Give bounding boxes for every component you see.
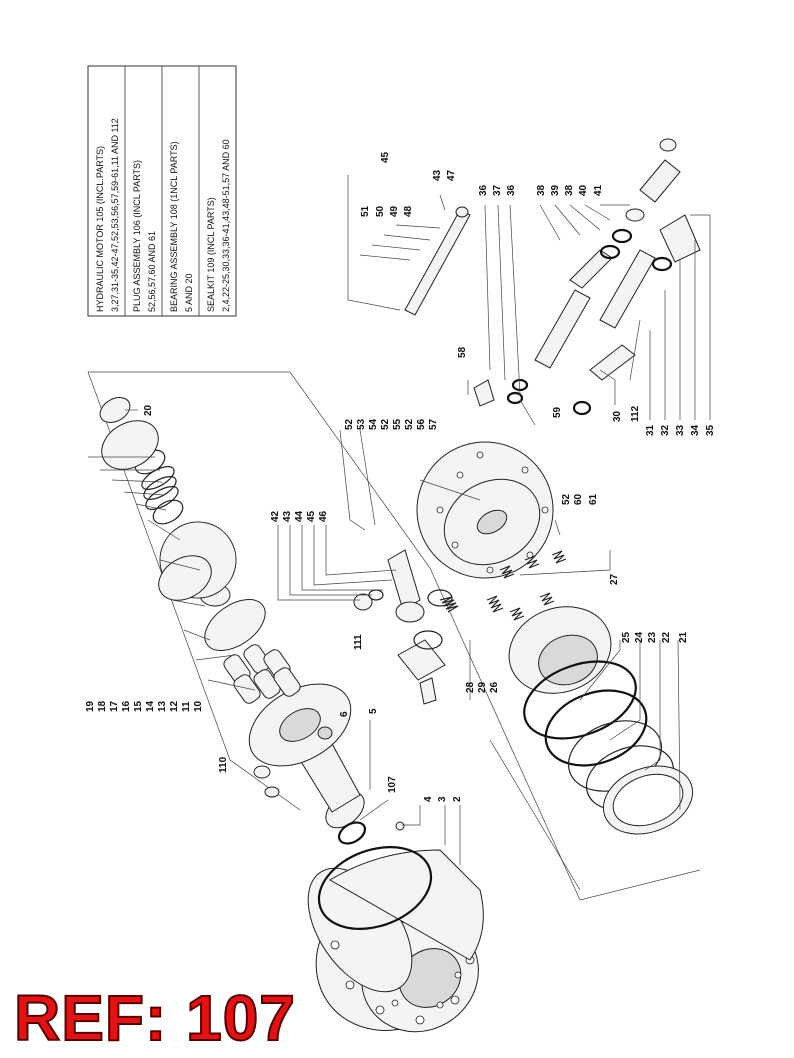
callout-49: 49 [389, 205, 400, 217]
callout-34: 34 [690, 424, 701, 436]
callout-107: 107 [387, 776, 398, 793]
callout-27: 27 [609, 573, 620, 585]
callout-40: 40 [578, 184, 589, 196]
callout-11: 11 [181, 701, 192, 712]
callout-41: 41 [593, 184, 604, 196]
callout-12: 12 [169, 700, 180, 712]
callout-38-b: 38 [564, 184, 575, 196]
callout-59: 59 [552, 406, 563, 418]
callout-5: 5 [368, 708, 379, 714]
callout-15: 15 [133, 700, 144, 712]
callout-56: 56 [416, 418, 427, 430]
callout-58: 58 [457, 346, 468, 358]
callout-52-d: 52 [561, 493, 572, 505]
callout-50: 50 [375, 205, 386, 217]
callout-54: 54 [368, 418, 379, 430]
callout-19: 19 [85, 700, 96, 712]
legend-box: HYDRAULIC MOTOR 105 (INCL.PARTS) 3,27,31… [87, 65, 237, 317]
reference-label: REF: 107 [13, 982, 296, 1054]
callout-16: 16 [121, 700, 132, 712]
callout-28: 28 [465, 681, 476, 693]
legend-2-title: PLUG ASSEMBLY 106 (INCL PARTS) [132, 160, 142, 312]
legend-4-title: SEALKIT 109 (INCL PARTS) [206, 197, 216, 312]
callout-22: 22 [661, 631, 672, 643]
valve-assembly-left [353, 549, 453, 705]
callout-26: 26 [489, 681, 500, 693]
callout-45-b: 45 [380, 151, 391, 163]
callout-3: 3 [437, 796, 448, 802]
callout-36-b: 36 [506, 184, 517, 196]
callout-47: 47 [446, 169, 457, 181]
callout-25: 25 [621, 631, 632, 643]
callouts: 20 19 18 17 16 15 14 13 12 11 10 110 6 5… [85, 151, 716, 802]
callout-35: 35 [705, 424, 716, 436]
callout-43: 43 [282, 510, 293, 522]
callout-37: 37 [492, 184, 503, 196]
callout-52-a: 52 [344, 418, 355, 430]
legend-3-title: BEARING ASSEMBLY 108 (1NCL PARTS) [169, 141, 179, 312]
callout-33: 33 [675, 424, 686, 436]
callout-48: 48 [403, 205, 414, 217]
o-ring-2 [317, 846, 433, 930]
main-housing [307, 849, 484, 1033]
callout-53: 53 [356, 418, 367, 430]
cylinder-barrel [99, 397, 301, 704]
legend-2-parts: 52,56,57,60 AND 61 [147, 231, 157, 312]
callout-52-c: 52 [404, 418, 415, 430]
callout-2: 2 [452, 796, 463, 802]
callout-61: 61 [588, 493, 599, 505]
callout-32: 32 [660, 424, 671, 436]
legend-3-parts: 5 AND 20 [184, 273, 194, 312]
legend-1-parts: 3,27,31-35,42-47,52,53,56,57,59-61,11 AN… [110, 118, 120, 312]
callout-10: 10 [193, 700, 204, 712]
callout-23: 23 [647, 631, 658, 643]
callout-60: 60 [573, 493, 584, 505]
callout-17: 17 [109, 700, 120, 712]
callout-43-b: 43 [432, 169, 443, 181]
callout-13: 13 [157, 700, 168, 712]
callout-38-a: 38 [536, 184, 547, 196]
callout-44: 44 [294, 510, 305, 522]
callout-57: 57 [428, 418, 439, 430]
callout-29: 29 [477, 681, 488, 693]
motor-housing [416, 441, 554, 579]
callout-36-a: 36 [478, 184, 489, 196]
legend-4-parts: 2,4,22-25,30,33,36-41,43,48-51,57 AND 60 [221, 139, 231, 312]
callout-42: 42 [270, 510, 281, 522]
shaft-assembly [248, 683, 405, 845]
callout-51: 51 [360, 205, 371, 217]
callout-46: 46 [318, 510, 329, 522]
valve-assembly-right [404, 138, 701, 416]
callout-31: 31 [645, 424, 656, 436]
callout-30: 30 [612, 410, 623, 422]
callout-21: 21 [678, 631, 689, 643]
callout-20: 20 [143, 404, 154, 416]
callout-45: 45 [306, 510, 317, 522]
callout-4: 4 [423, 796, 434, 802]
leader-lines [88, 175, 711, 865]
callout-6: 6 [339, 711, 350, 717]
callout-110: 110 [218, 756, 229, 773]
callout-55: 55 [392, 418, 403, 430]
callout-39: 39 [550, 184, 561, 196]
callout-112: 112 [630, 405, 641, 422]
callout-52-b: 52 [380, 418, 391, 430]
brake-rings [508, 606, 694, 835]
callout-111: 111 [353, 634, 364, 650]
callout-18: 18 [97, 700, 108, 712]
legend-1-title: HYDRAULIC MOTOR 105 (INCL.PARTS) [95, 146, 105, 312]
callout-14: 14 [145, 700, 156, 712]
callout-24: 24 [634, 631, 645, 643]
